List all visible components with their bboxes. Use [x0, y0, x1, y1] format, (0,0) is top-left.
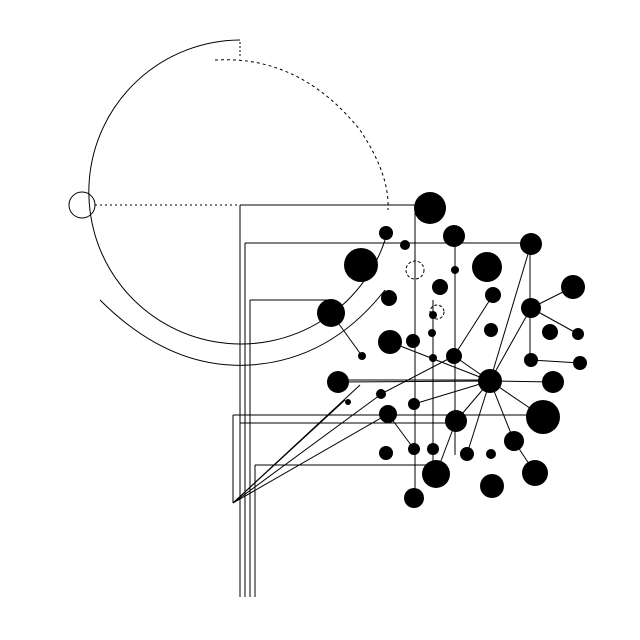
network-dot: [446, 348, 462, 364]
network-dot: [408, 443, 420, 455]
network-dots: [317, 192, 587, 508]
network-dot: [381, 290, 397, 306]
network-dot: [406, 334, 420, 348]
network-link: [489, 307, 532, 382]
network-dot: [414, 192, 446, 224]
network-link: [413, 380, 491, 405]
network-dot: [522, 460, 548, 486]
dotted-arc: [214, 59, 389, 211]
network-dot: [542, 324, 558, 340]
network-dot: [379, 226, 393, 240]
network-dot: [428, 329, 436, 337]
network-dot: [524, 353, 538, 367]
network-dot: [573, 356, 587, 370]
network-link: [389, 341, 491, 382]
network-dot: [400, 240, 410, 250]
large-circle-arc: [88, 39, 389, 345]
network-dot: [422, 460, 450, 488]
network-dot: [358, 352, 366, 360]
network-dot: [486, 449, 496, 459]
network-dot: [460, 447, 474, 461]
network-dot: [408, 398, 420, 410]
network-link: [453, 294, 494, 357]
network-dot: [378, 330, 402, 354]
network-dot: [542, 371, 564, 393]
dashed-ring: [429, 304, 445, 320]
converging-line: [232, 413, 389, 504]
network-dot: [445, 410, 467, 432]
network-link: [380, 355, 455, 395]
network-dot: [376, 389, 386, 399]
network-dot: [404, 488, 424, 508]
network-link: [530, 359, 581, 364]
network-dot: [317, 299, 345, 327]
network-dot: [443, 225, 465, 247]
network-dot: [427, 443, 439, 455]
network-dot: [480, 474, 504, 498]
network-dot: [345, 399, 351, 405]
network-link: [337, 380, 491, 383]
inner-arc: [99, 289, 386, 366]
network-dot: [484, 323, 498, 337]
converging-line: [232, 394, 381, 504]
network-dot: [485, 287, 501, 303]
network-dot: [379, 446, 393, 460]
network-dot: [429, 311, 437, 319]
network-dot: [526, 400, 560, 434]
frame-lines: [68, 39, 545, 597]
network-dot: [572, 328, 584, 340]
network-dot: [432, 279, 448, 295]
hollow-node: [68, 191, 96, 219]
network-dot: [344, 248, 378, 282]
converging-line: [232, 399, 346, 504]
network-dot: [472, 252, 502, 282]
network-dot: [429, 354, 437, 362]
dashed-ring: [405, 260, 425, 280]
network-dot: [521, 298, 541, 318]
network-dot: [451, 266, 459, 274]
network-dot: [561, 275, 585, 299]
network-dot: [327, 371, 349, 393]
network-dot: [504, 431, 524, 451]
network-dot: [478, 369, 502, 393]
network-link: [489, 243, 532, 382]
network-link: [466, 380, 491, 455]
network-dot: [520, 233, 542, 255]
network-dot: [379, 405, 397, 423]
